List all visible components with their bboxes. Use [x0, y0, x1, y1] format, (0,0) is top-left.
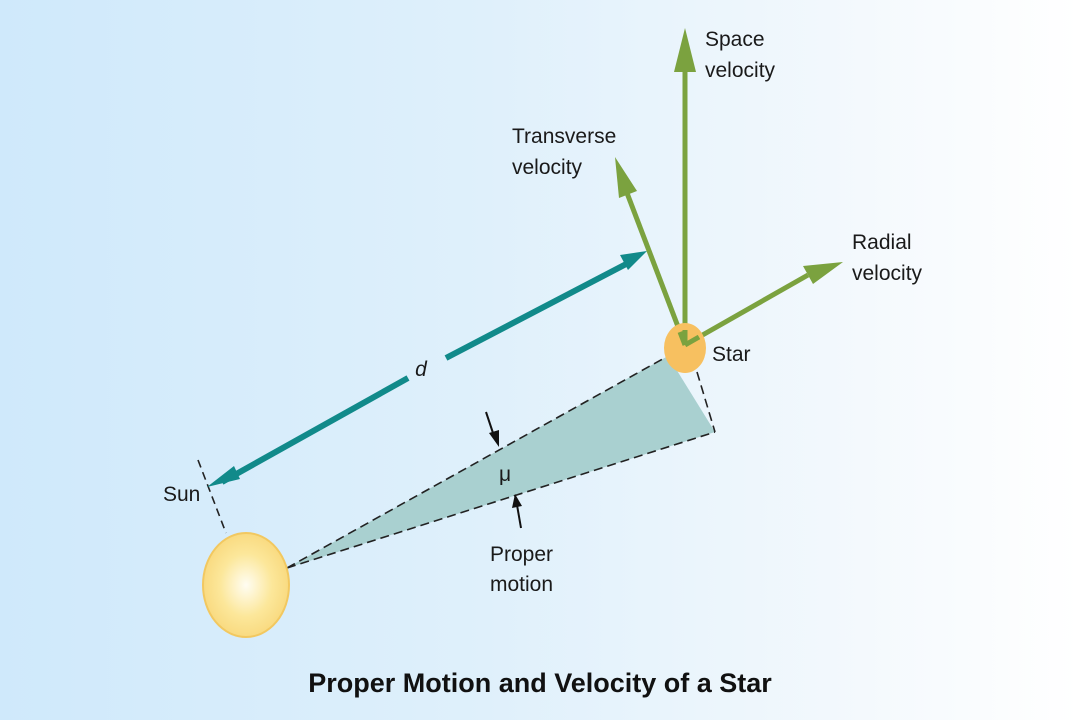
sun-icon: [202, 532, 290, 638]
proper-motion-wedge: [287, 356, 715, 568]
transverse-velocity-arrowhead: [615, 157, 637, 198]
wedge-upper-dashed-line: [286, 355, 669, 569]
star-label: Star: [712, 343, 751, 366]
radial-velocity-arrowhead: [803, 262, 843, 284]
distance-label: d: [415, 358, 428, 381]
wedge-lower-dashed-line: [286, 431, 716, 569]
wedge-right-dashed-line: [696, 371, 716, 433]
star-icon: [664, 323, 706, 373]
proper-motion-label-line1: Proper: [490, 543, 553, 566]
radial-velocity-arrow: [683, 272, 810, 348]
proper-motion-label-line2: motion: [490, 573, 553, 596]
radial-velocity-label-line1: Radial: [852, 231, 912, 254]
radial-velocity-label-line2: velocity: [852, 262, 923, 285]
mu-indicator-arrows: [485, 411, 522, 529]
diagram-title: Proper Motion and Velocity of a Star: [308, 668, 772, 698]
space-velocity-arrowhead: [674, 28, 696, 72]
transverse-velocity-label-line2: velocity: [512, 156, 583, 179]
sun-label: Sun: [163, 483, 200, 506]
space-velocity-label-line1: Space: [705, 28, 765, 51]
space-velocity-label-line2: velocity: [705, 59, 776, 82]
distance-arrow: [207, 251, 647, 487]
velocity-arrows: [615, 28, 843, 348]
transverse-velocity-arrow: [624, 192, 688, 346]
mu-label: μ: [499, 463, 511, 486]
transverse-velocity-label-line1: Transverse: [512, 125, 616, 148]
sun-tick-dashed-line: [197, 459, 227, 534]
